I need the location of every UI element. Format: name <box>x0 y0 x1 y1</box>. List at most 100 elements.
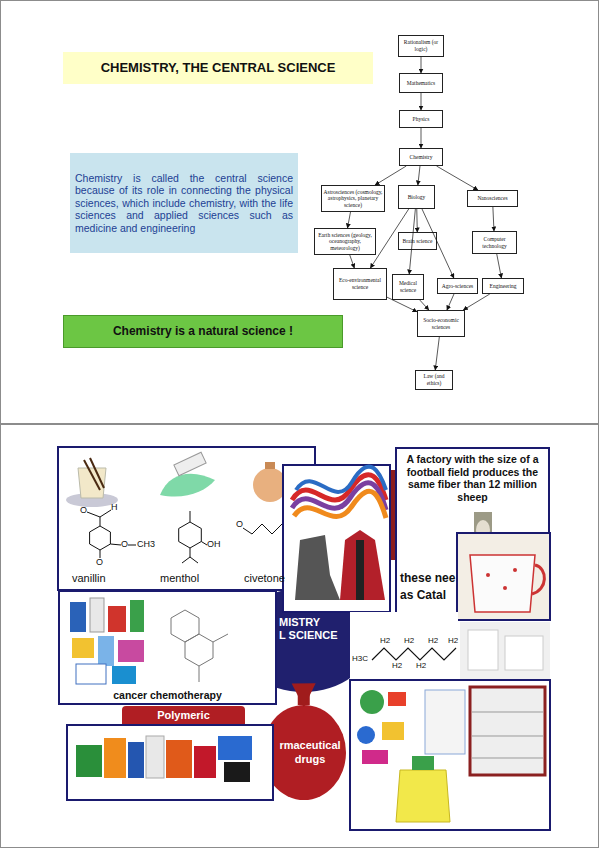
node-text: cancer chemotherapy <box>113 689 222 702</box>
node-text: L SCIENCE <box>279 629 337 642</box>
process-box: Socio-economic sciences <box>417 310 465 337</box>
process-box: Physics <box>399 110 443 128</box>
bond <box>100 550 101 558</box>
flow-arrow <box>416 209 418 232</box>
process-box: Rationalism (or logic) <box>398 35 444 57</box>
yarn <box>292 475 386 500</box>
benzene-ring <box>90 526 111 550</box>
atom-label: H3C <box>352 655 368 664</box>
atom-label: OH <box>207 540 221 550</box>
node-text: Medical science <box>394 280 422 293</box>
photo-frame <box>67 725 273 800</box>
bond <box>201 542 207 546</box>
atom-label: H2 <box>404 637 414 646</box>
product <box>218 736 252 760</box>
fridge-shelf <box>472 712 543 713</box>
node-text: these nee <box>400 571 455 585</box>
flow-arrow <box>421 57 422 73</box>
toy <box>357 726 375 744</box>
product <box>224 762 250 782</box>
node-text: Physics <box>413 116 430 123</box>
node-text: Computer technology <box>474 236 515 249</box>
yarn <box>294 491 386 518</box>
node-text: rmaceutical drugs <box>276 739 344 765</box>
text-box: Chemistry is called the central science … <box>70 153 298 253</box>
process-box: Nanosciences <box>467 190 518 207</box>
perfume-cap <box>265 462 275 469</box>
process-box: Earth sciences (geology, oceanography, m… <box>314 228 376 255</box>
product <box>128 742 144 778</box>
bond <box>128 545 136 546</box>
bond <box>87 512 100 517</box>
bond <box>100 510 111 517</box>
product <box>194 746 216 778</box>
bond <box>190 548 191 557</box>
node-text: Polymeric <box>157 709 210 722</box>
flow-arrow <box>421 93 422 110</box>
compound-name: menthol <box>160 572 199 584</box>
structure-formula <box>87 510 312 563</box>
photo-frame <box>460 622 550 680</box>
process-box: Engineering <box>482 278 524 294</box>
yarn <box>292 483 386 510</box>
node-text: Brain science <box>403 238 433 245</box>
atom-label: H2 <box>428 637 438 646</box>
vanilla-pod <box>90 458 104 488</box>
flow-arrow <box>375 166 406 185</box>
bond <box>190 511 191 522</box>
flow-arrow <box>463 294 489 310</box>
fact-box: A factory with the size of a football fi… <box>395 447 550 615</box>
photo-frame <box>350 680 550 830</box>
flow-arrow <box>497 254 502 278</box>
bond <box>182 557 190 563</box>
product <box>76 745 102 777</box>
flow-arrow <box>493 207 494 231</box>
flow-arrow <box>418 166 420 185</box>
toy <box>360 690 384 714</box>
photo-box: cancer chemotherapy <box>58 590 277 705</box>
process-box: Brain science <box>398 232 437 250</box>
plastic-bag <box>425 690 465 754</box>
product <box>146 736 164 778</box>
node-text: Socio-economic sciences <box>419 317 463 330</box>
box-photo <box>468 630 498 670</box>
node-text: Chemistry <box>410 154 433 161</box>
bottle-cap <box>412 756 434 770</box>
bond <box>100 517 101 526</box>
toy <box>382 722 404 740</box>
flow-arrow <box>350 255 355 268</box>
note-box: Chemistry is a natural science ! <box>63 315 343 348</box>
box-photo <box>505 636 543 670</box>
category-circle-shape <box>262 705 346 800</box>
atom-label: H2 <box>448 637 458 646</box>
node-text: Astrosciences (cosmology, astrophysics, … <box>323 189 383 209</box>
node-text: Biology <box>408 194 426 201</box>
jacket <box>340 530 385 600</box>
node-text: Law (and ethics) <box>417 373 451 386</box>
process-box: Chemistry <box>399 148 443 166</box>
node-text: Chemistry is called the central science … <box>75 172 293 235</box>
bond <box>243 528 252 534</box>
atom-label: O <box>121 540 128 550</box>
fridge-shelf <box>472 758 543 759</box>
toothpaste <box>160 474 215 497</box>
node-text: Earth sciences (geology, oceanography, m… <box>316 232 374 252</box>
atom-label: CH3 <box>137 540 155 550</box>
compound-name: vanillin <box>72 572 106 584</box>
compound-name: civetone <box>244 572 285 584</box>
yarn <box>296 467 386 492</box>
flow-arrow <box>420 300 429 310</box>
slide-frame <box>1 1 599 424</box>
atom-label: H2 <box>416 662 426 671</box>
node-text: Engineering <box>490 283 517 290</box>
flow-arrow <box>348 212 351 228</box>
photo-frame <box>58 447 315 590</box>
plate <box>66 493 118 507</box>
process-box: Mathematics <box>399 73 443 93</box>
carbon-chain <box>252 524 312 534</box>
flow-arrow <box>437 166 478 190</box>
toy <box>362 750 388 764</box>
plastic-bottle <box>396 770 450 822</box>
toothpaste-tube <box>174 452 206 476</box>
flow-arrow <box>435 337 439 370</box>
